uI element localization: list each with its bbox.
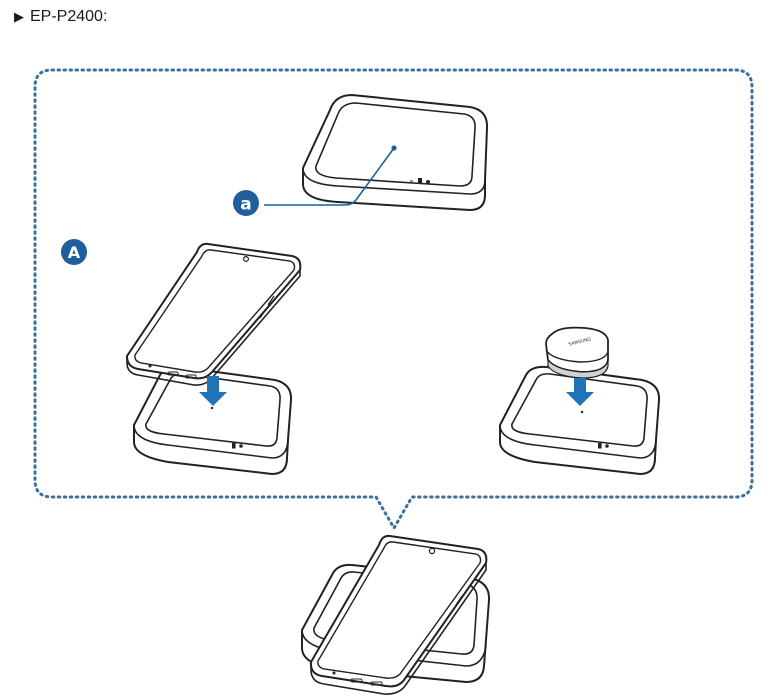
callout-a-leader [264, 147, 395, 206]
dotted-callout-frame [33, 68, 754, 531]
right-charging-pad [499, 365, 661, 476]
model-label: EP-P2400: [30, 8, 108, 25]
left-smartphone [125, 242, 302, 386]
left-down-arrow [199, 376, 227, 406]
right-down-arrow [566, 378, 594, 406]
callout-A-text: A [68, 243, 81, 262]
callout-a-text: a [240, 195, 251, 215]
callout-a-badge: a [233, 190, 259, 216]
triangle-right-icon: ▶ [14, 9, 24, 24]
top-charging-pad [302, 93, 489, 212]
model-heading: ▶ EP-P2400: [14, 8, 107, 26]
bottom-smartphone [309, 534, 488, 695]
callout-A-badge: A [61, 239, 87, 265]
earbuds-case: SAMSUNG [545, 326, 609, 379]
earbuds-brand: SAMSUNG [568, 336, 592, 347]
